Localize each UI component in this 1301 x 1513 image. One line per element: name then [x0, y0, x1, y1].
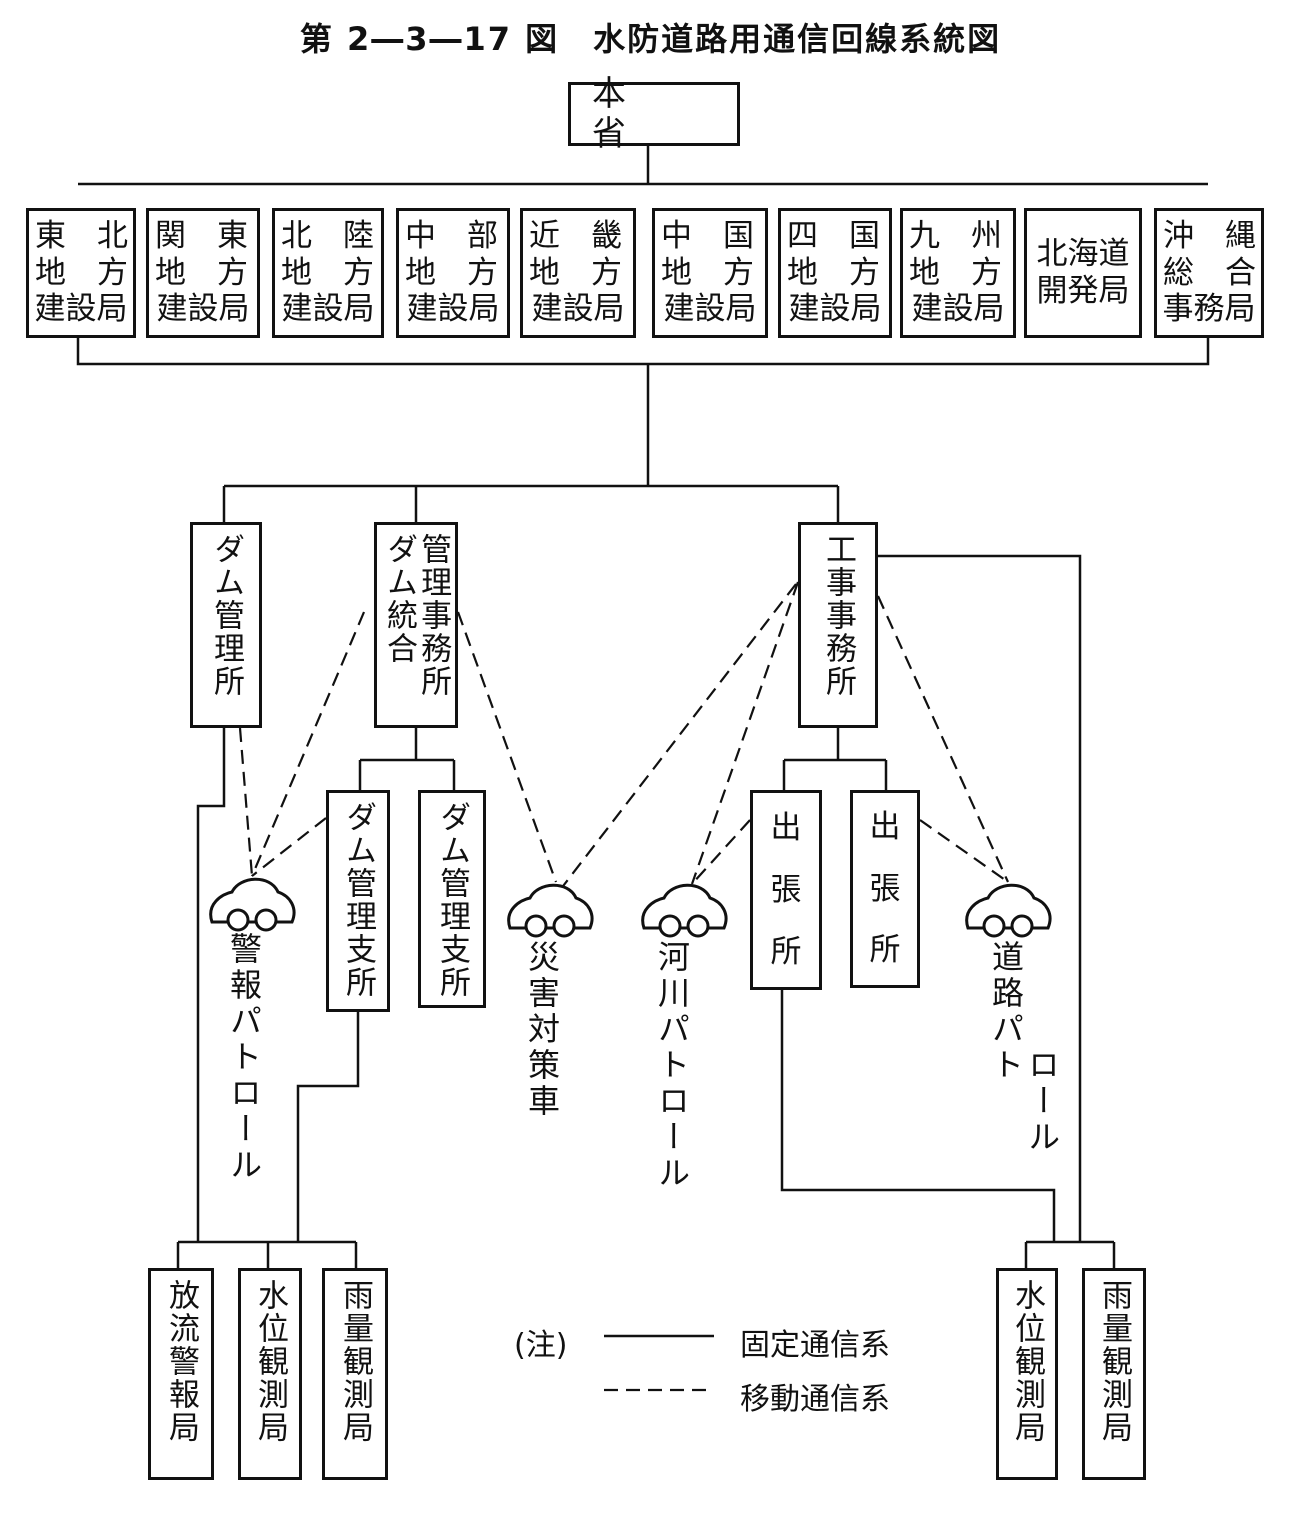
- field-to-road-dash: [919, 819, 1009, 883]
- regional-bureau-box: 東 北地 方建設局: [26, 208, 136, 338]
- regional-bureau-line: 九 州: [909, 218, 1002, 255]
- field-office-1-char-2: 張: [770, 871, 802, 908]
- regional-bureau-line: 地 方: [787, 254, 880, 291]
- branch-to-patrol-dash: [251, 817, 327, 877]
- field-office-2: 出 張 所: [850, 790, 920, 988]
- rainfall-station-right: 雨量観測局: [1082, 1268, 1146, 1480]
- field-office-2-char-2: 張: [869, 870, 901, 907]
- water-level-station-right: 水位観測局: [996, 1268, 1058, 1480]
- construction-to-road-dash: [876, 595, 1010, 883]
- regional-bureau-box: 北海道開発局: [1024, 208, 1142, 338]
- regional-bureau-line: 地 方: [155, 254, 248, 291]
- dam-office-to-patrol-dash: [238, 727, 254, 877]
- water-level-station-left-label: 水位観測局: [252, 1279, 289, 1444]
- dam-management-office-label: ダム管理所: [208, 533, 245, 698]
- field-office-2-char-3: 所: [869, 932, 901, 969]
- integrated-to-disaster-dash: [456, 611, 558, 883]
- regional-bureau-line: 地 方: [281, 254, 374, 291]
- dam-branch-office-2-label: ダム管理支所: [434, 801, 471, 999]
- discharge-warning-station: 放流警報局: [148, 1268, 214, 1480]
- regional-bureau-box: 中 国地 方建設局: [652, 208, 768, 338]
- regional-bureau-line: 関 東: [155, 218, 248, 255]
- branch-to-stations-line: [296, 1012, 360, 1242]
- field-office-2-char-1: 出: [869, 809, 901, 846]
- regional-bureau-line: 中 部: [405, 218, 498, 255]
- river-patrol-car-icon: [641, 883, 728, 938]
- disaster-vehicle-label: 災害対策車: [523, 940, 561, 1120]
- regional-bureau-line: 地 方: [661, 254, 754, 291]
- construction-office-label: 工事事務所: [820, 533, 857, 698]
- legend-mobile-label: 移動通信系: [740, 1382, 890, 1417]
- construction-to-river-dash: [690, 581, 800, 885]
- regional-bureau-line: 四 国: [787, 218, 880, 255]
- diagram-title: 第 2―3―17 図 水防道路用通信回線系統図: [299, 20, 1002, 58]
- construction-to-rain-line: [878, 554, 1082, 1242]
- regional-bureau-line: 建設局: [911, 291, 1005, 328]
- regional-bureau-line: 地 方: [405, 254, 498, 291]
- dam-branch-office-2: ダム管理支所: [418, 790, 486, 1008]
- disaster-vehicle-car-icon: [507, 883, 594, 938]
- road-patrol-label-a: 道路パト: [987, 940, 1025, 1084]
- regional-bureau-line: 沖 縄: [1163, 218, 1256, 255]
- legend-fixed-label: 固定通信系: [740, 1328, 890, 1363]
- regional-bureau-box: 近 畿地 方建設局: [520, 208, 636, 338]
- field-office-1-char-1: 出: [770, 809, 802, 846]
- regional-bureau-line: 建設局: [663, 291, 757, 328]
- regional-bureau-box: 北 陸地 方建設局: [272, 208, 384, 338]
- rainfall-station-right-label: 雨量観測局: [1096, 1279, 1133, 1444]
- regional-bureau-box: 関 東地 方建設局: [146, 208, 260, 338]
- regional-bureau-line: 北海道: [1036, 236, 1130, 273]
- regional-bureau-line: 総 合: [1163, 254, 1256, 291]
- road-patrol-car-icon: [965, 883, 1052, 938]
- field-office-1-char-3: 所: [770, 933, 802, 970]
- field-to-water-line: [780, 990, 1056, 1242]
- dam-integrated-office-label-2: ダム統合: [381, 533, 417, 665]
- dam-branch-office-1-label: ダム管理支所: [340, 801, 377, 999]
- water-level-station-left: 水位観測局: [238, 1268, 302, 1480]
- regional-bureau-line: 建設局: [281, 291, 375, 328]
- construction-office: 工事事務所: [798, 522, 878, 728]
- integrated-to-patrol-dash: [250, 611, 366, 877]
- regional-bureau-box: 中 部地 方建設局: [396, 208, 510, 338]
- warning-patrol-label: 警報パトロール: [225, 932, 263, 1184]
- regional-bureau-line: 北 陸: [281, 218, 374, 255]
- water-level-station-right-label: 水位観測局: [1009, 1279, 1046, 1444]
- regional-bureau-line: 東 北: [35, 218, 128, 255]
- regional-bureau-line: 建設局: [156, 291, 250, 328]
- bottom-bus-line: [76, 338, 1210, 366]
- regional-bureau-line: 建設局: [531, 291, 625, 328]
- regional-bureau-line: 地 方: [529, 254, 622, 291]
- rainfall-station-left: 雨量観測局: [322, 1268, 388, 1480]
- regional-bureau-line: 事務局: [1162, 291, 1256, 328]
- legend-note: (注): [514, 1328, 568, 1363]
- field-to-river-dash: [691, 819, 751, 885]
- regional-bureau-box: 九 州地 方建設局: [900, 208, 1016, 338]
- regional-bureau-line: 地 方: [35, 254, 128, 291]
- regional-bureau-line: 建設局: [788, 291, 882, 328]
- dam-management-office: ダム管理所: [190, 522, 262, 728]
- regional-bureau-line: 建設局: [34, 291, 128, 328]
- regional-bureau-box: 沖 縄総 合事務局: [1154, 208, 1264, 338]
- road-patrol-label-b: ロール: [1023, 1048, 1061, 1156]
- dam-integrated-management-office: 管理事務所 ダム統合: [374, 522, 458, 728]
- field-office-1: 出 張 所: [750, 790, 822, 990]
- dam-branch-office-1: ダム管理支所: [326, 790, 390, 1012]
- regional-bureau-line: 地 方: [909, 254, 1002, 291]
- dam-office-to-stations-line: [196, 728, 226, 1242]
- discharge-warning-station-label: 放流警報局: [163, 1279, 200, 1444]
- rainfall-station-left-label: 雨量観測局: [337, 1279, 374, 1444]
- dam-integrated-office-label-1: 管理事務所: [415, 533, 452, 698]
- regional-bureau-line: 建設局: [406, 291, 500, 328]
- regional-bureau-line: 中 国: [661, 218, 754, 255]
- headquarters-box: 本 省: [568, 74, 740, 154]
- river-patrol-label: 河川パトロール: [653, 940, 691, 1192]
- warning-patrol-car-icon: [209, 877, 296, 932]
- regional-bureau-box: 四 国地 方建設局: [778, 208, 892, 338]
- regional-bureau-line: 近 畿: [529, 218, 622, 255]
- regional-bureau-line: 開発局: [1036, 273, 1130, 309]
